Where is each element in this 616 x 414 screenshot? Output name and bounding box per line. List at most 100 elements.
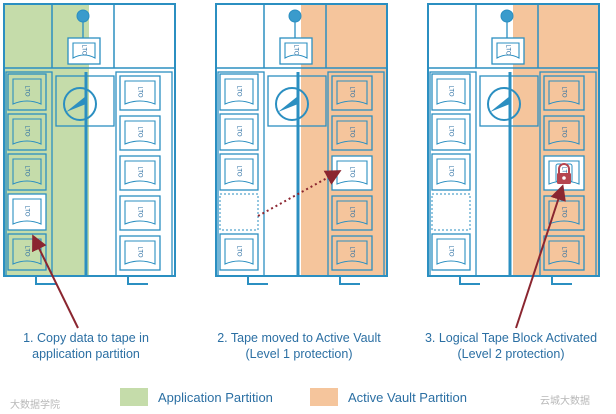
tape-label: LTO: [560, 246, 566, 257]
foot-right: [551, 276, 572, 285]
tape-cartridge-icon: [336, 80, 368, 105]
tape-label: LTO: [23, 205, 29, 216]
library-frame: [215, 3, 388, 277]
left-slot-tape: LTO: [7, 113, 47, 151]
lock-icon: [555, 163, 573, 184]
legend-application-label: Application Partition: [158, 389, 273, 405]
tape-cartridge-icon: [12, 198, 42, 225]
right-slot-tape: LTO: [119, 155, 161, 191]
slot-frame: [7, 73, 47, 111]
tape-cartridge-icon: [124, 120, 156, 145]
slot-frame: [119, 115, 161, 151]
watermark-left: 大数据学院: [10, 400, 60, 411]
robot-arm-pointer: [278, 96, 298, 112]
drive-reel-icon: [76, 9, 90, 23]
slot-frame: [7, 113, 47, 151]
slot-frame: [543, 235, 585, 271]
tape-label: LTO: [348, 166, 354, 177]
right-slot-tape: LTO: [331, 195, 373, 231]
foot-left: [35, 276, 56, 285]
tape-label: LTO: [348, 246, 354, 257]
tape-cartridge-icon: [436, 158, 466, 185]
caption-step-1-line1: 1. Copy data to tape in: [23, 331, 149, 345]
tape-label: LTO: [23, 85, 29, 96]
tape-label: LTO: [560, 206, 566, 217]
slot-frame: [219, 233, 259, 271]
right-slot-column: [115, 71, 173, 277]
drive-tape: LTO: [491, 37, 525, 65]
vault-partition-zone: [513, 4, 599, 276]
left-slot-tape: LTO: [219, 153, 259, 191]
left-slot-tape: LTO: [219, 233, 259, 271]
tape-label: LTO: [560, 86, 566, 97]
lock-shackle: [558, 163, 570, 173]
foot-right: [127, 276, 148, 285]
tape-cartridge-icon: [124, 160, 156, 185]
tape-label: LTO: [136, 246, 142, 257]
empty-slot: [219, 193, 259, 231]
legend-vault: Active Vault Partition: [310, 388, 467, 406]
drive-tape: LTO: [279, 37, 313, 65]
slot-frame: [219, 113, 259, 151]
left-slot-tape: LTO: [7, 193, 47, 231]
tape-cartridge-icon: [224, 238, 254, 265]
slot-frame: [219, 73, 259, 111]
tape-label: LTO: [23, 125, 29, 136]
caption-step-2-line1: 2. Tape moved to Active Vault: [217, 331, 381, 345]
caption-step-2-line2: (Level 1 protection): [245, 347, 353, 361]
tape-cartridge-icon: [436, 118, 466, 145]
robot-housing: [479, 75, 539, 127]
tape-cartridge-icon: [12, 238, 42, 265]
arrow-step-3: [515, 184, 566, 329]
tape-cartridge-icon: [548, 120, 580, 145]
right-slot-tape: LTO: [119, 75, 161, 111]
foot-left: [459, 276, 480, 285]
drive-tape: LTO: [67, 37, 101, 65]
right-slot-tape: LTO: [543, 75, 585, 111]
left-slot-tape: LTO: [431, 233, 471, 271]
tape-label: LTO: [136, 206, 142, 217]
left-slot-tape: LTO: [219, 113, 259, 151]
tape-label: LTO: [80, 44, 86, 55]
robot-arm-pointer: [490, 96, 510, 112]
left-slot-tape: LTO: [219, 73, 259, 111]
tape-label: LTO: [23, 165, 29, 176]
tape-label: LTO: [447, 165, 453, 176]
tape-label: LTO: [447, 85, 453, 96]
tape-label: LTO: [504, 44, 510, 55]
left-slot-column: [217, 71, 265, 277]
tape-label: LTO: [560, 166, 566, 177]
right-slot-tape: LTO: [119, 195, 161, 231]
empty-slot: [431, 193, 471, 231]
caption-step-3: 3. Logical Tape Block Activated (Level 2…: [408, 330, 614, 362]
tape-cartridge-icon: [72, 42, 96, 59]
right-slot-tape: LTO: [331, 75, 373, 111]
right-slot-column: [539, 71, 597, 277]
slot-frame: [543, 115, 585, 151]
caption-step-3-line2: (Level 2 protection): [457, 347, 565, 361]
slot-frame: [543, 75, 585, 111]
slot-frame: [119, 195, 161, 231]
tape-label: LTO: [136, 86, 142, 97]
drive-reel-icon: [288, 9, 302, 23]
legend-vault-swatch: [310, 388, 338, 406]
lock-keyhole: [562, 176, 566, 180]
arrow-step-1: [32, 234, 79, 329]
slot-frame: [331, 75, 373, 111]
caption-step-3-line1: 3. Logical Tape Block Activated: [424, 331, 598, 345]
tape-cartridge-icon: [336, 120, 368, 145]
library-frame: [3, 3, 176, 277]
left-slot-tape: LTO: [431, 113, 471, 151]
watermark-right: 云城大数据: [540, 396, 590, 407]
left-slot-tape: LTO: [7, 73, 47, 111]
legend-application-swatch: [120, 388, 148, 406]
tape-cartridge-icon: [224, 158, 254, 185]
left-slot-column: [429, 71, 477, 277]
vault-partition-zone: [301, 4, 387, 276]
slot-frame: [431, 233, 471, 271]
robot-arm-pointer: [66, 96, 86, 112]
tape-label: LTO: [447, 245, 453, 256]
